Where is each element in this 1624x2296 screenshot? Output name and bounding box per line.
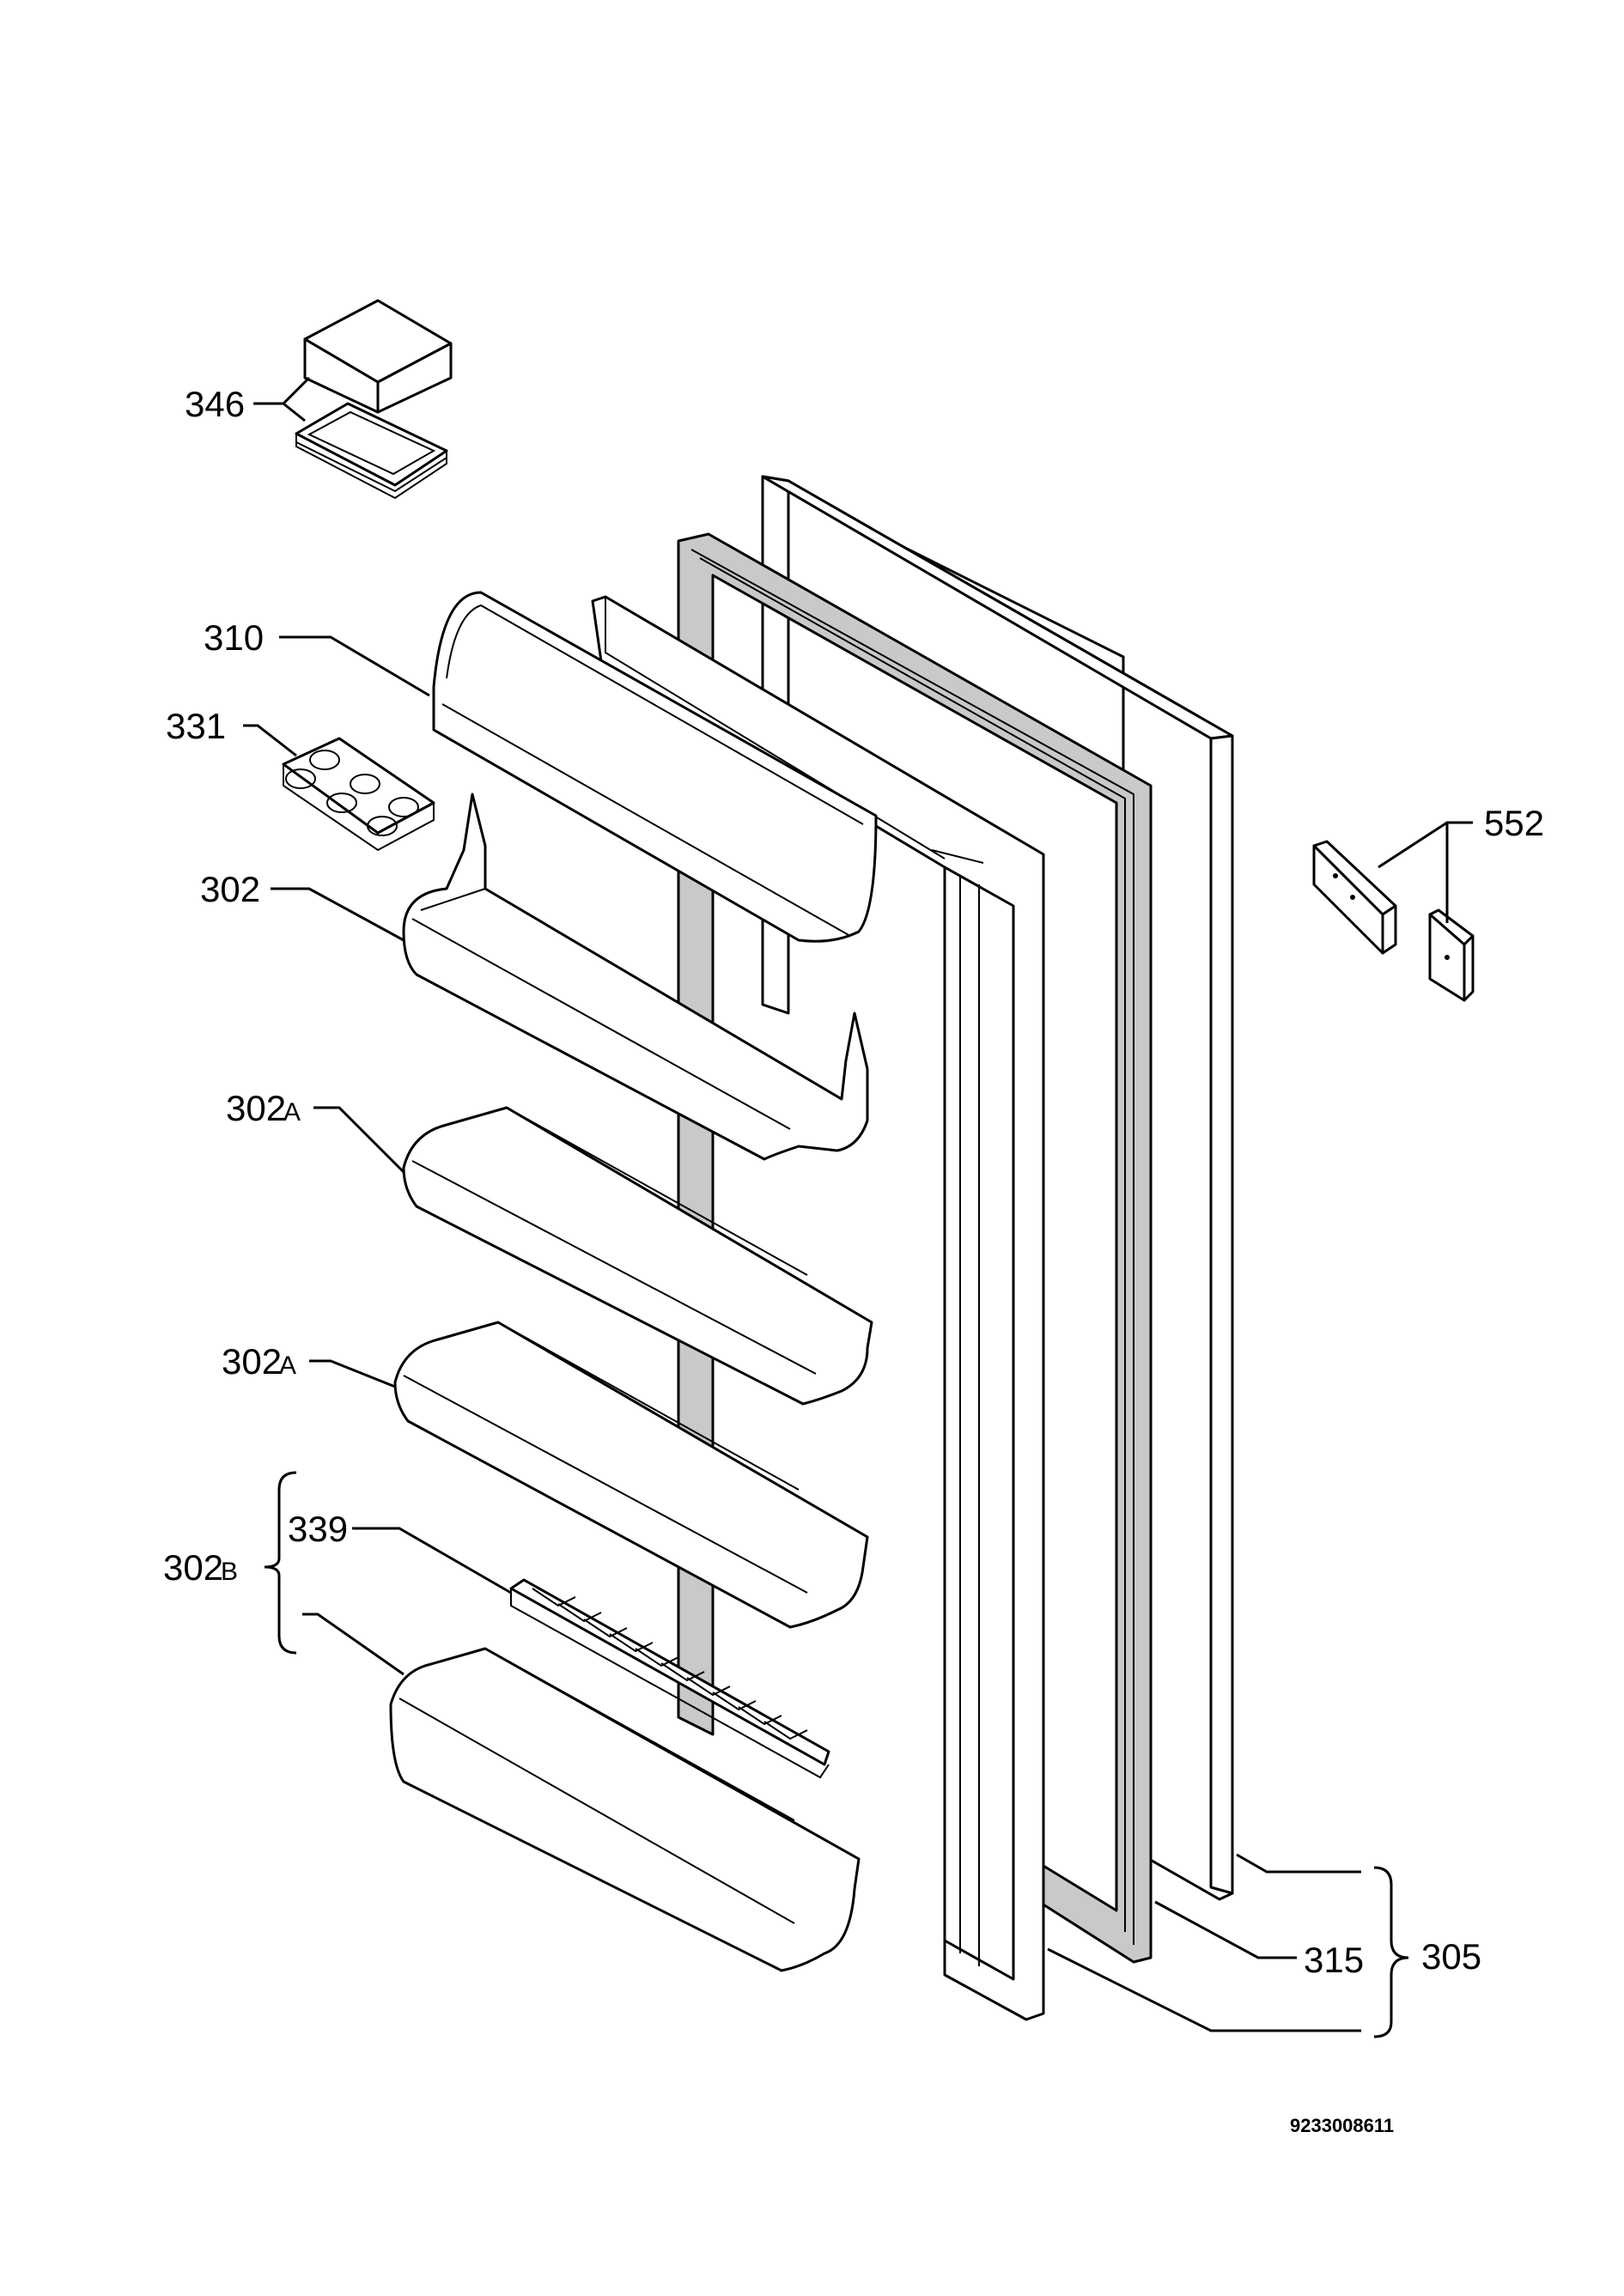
door-shelf-302a-upper xyxy=(402,1106,873,1406)
label-346: 346 xyxy=(185,384,245,424)
brace-302b xyxy=(264,1471,297,1655)
brace-305 xyxy=(1373,1866,1409,2038)
label-310: 310 xyxy=(204,617,264,658)
label-305: 305 xyxy=(1421,1936,1481,1977)
label-302: 302 xyxy=(200,869,260,909)
label-339: 339 xyxy=(288,1509,348,1549)
label-552: 552 xyxy=(1484,803,1544,843)
bottle-retainer xyxy=(509,1578,830,1779)
dairy-compartment-cover xyxy=(303,299,453,414)
egg-tray xyxy=(282,737,435,852)
label-302b: 302 xyxy=(163,1547,223,1588)
hinge-plate xyxy=(1312,840,1397,955)
label-302a-lower-suffix: A xyxy=(279,1351,296,1380)
bottle-shelf-302b xyxy=(389,1647,861,1972)
label-302a-lower: 302 xyxy=(222,1341,282,1382)
document-number: 9233008611 xyxy=(1290,2115,1394,2136)
hinge-bracket xyxy=(1428,908,1475,1002)
label-315: 315 xyxy=(1304,1940,1364,1980)
dairy-compartment-frame xyxy=(295,402,448,500)
label-302b-suffix: B xyxy=(221,1558,238,1586)
label-302a-upper-suffix: A xyxy=(283,1098,301,1127)
label-331: 331 xyxy=(166,706,226,746)
door-shelf-302 xyxy=(402,793,869,1161)
dairy-flap xyxy=(432,591,878,943)
label-302a-upper: 302 xyxy=(226,1088,286,1128)
door-shelf-302a-lower xyxy=(393,1321,869,1629)
part-labels: 346 310 331 302 302 A 302 A 302 B 339 55… xyxy=(163,384,1544,2136)
leader-lines xyxy=(243,376,1473,2032)
